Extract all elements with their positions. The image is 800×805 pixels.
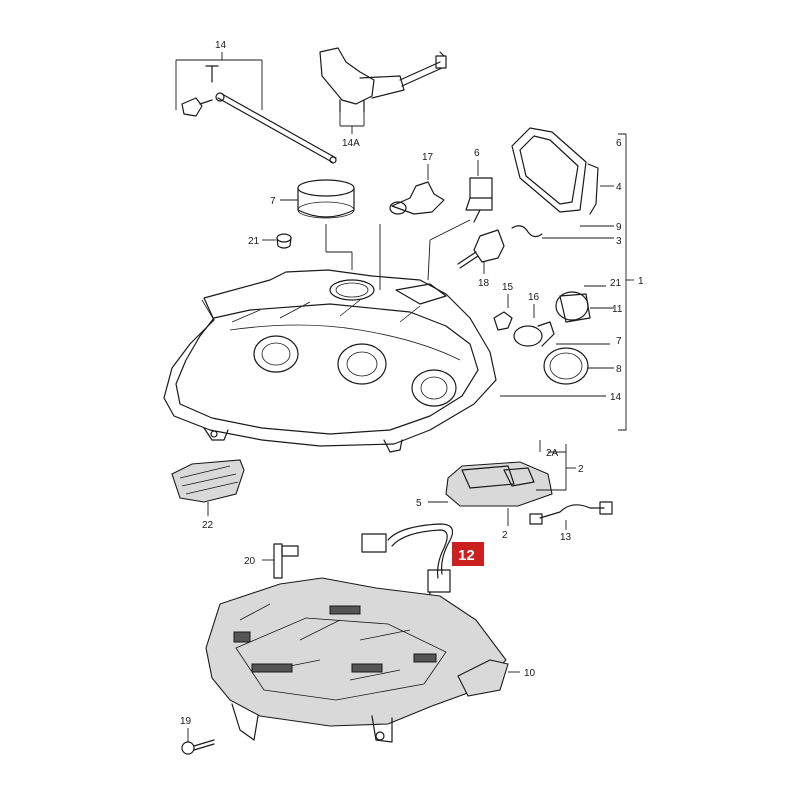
part-17-bulb: 17 bbox=[379, 152, 445, 290]
part-19-screw: 19 bbox=[180, 716, 215, 755]
part-2-control-unit: 5 2 2A 2 bbox=[416, 440, 584, 541]
part-13-cable: 13 bbox=[529, 501, 613, 543]
callout-10: 10 bbox=[524, 668, 536, 679]
callout-2-mid: 2 bbox=[502, 530, 508, 541]
part-10-lower-bracket: 10 bbox=[205, 577, 536, 743]
callout-20: 20 bbox=[244, 556, 256, 567]
part-21-cap: 21 bbox=[248, 233, 292, 249]
bracket-label-2: 2 bbox=[578, 464, 584, 475]
callout-6-mid: 6 bbox=[474, 148, 480, 159]
part-22-grille: 22 bbox=[171, 459, 245, 531]
part-4-9-retaining-frame bbox=[511, 127, 614, 227]
part-14-adjuster-assembly: 14 bbox=[175, 40, 337, 164]
part-8-ring bbox=[543, 347, 614, 385]
bracket-label-2A: 2A bbox=[546, 448, 559, 459]
callout-19: 19 bbox=[180, 716, 192, 727]
part-15-bulb: 15 bbox=[493, 282, 514, 331]
part-14A-adjuster: 14A bbox=[319, 47, 447, 149]
bracket-label-4: 4 bbox=[616, 182, 622, 193]
callout-5: 5 bbox=[416, 498, 422, 509]
callout-14A: 14A bbox=[342, 138, 360, 149]
callout-13: 13 bbox=[560, 532, 572, 543]
callout-18: 18 bbox=[478, 278, 490, 289]
callout-21-left: 21 bbox=[248, 236, 260, 247]
callout-16: 16 bbox=[528, 292, 540, 303]
bracket-label-21: 21 bbox=[610, 278, 622, 289]
part-16-bulb: 16 bbox=[513, 292, 555, 347]
bracket-label-3: 3 bbox=[616, 236, 622, 247]
part-7-cover-cap: 7 bbox=[270, 179, 355, 270]
part-11-bulb-socket bbox=[555, 291, 614, 323]
callout-15: 15 bbox=[502, 282, 514, 293]
part-18-bulb-socket: 18 bbox=[457, 229, 505, 289]
callout-22: 22 bbox=[202, 520, 214, 531]
bracket-label-11: 11 bbox=[612, 304, 623, 315]
bracket-label-8: 8 bbox=[616, 364, 622, 375]
part-20-pin: 20 bbox=[244, 543, 299, 579]
bracket-label-9: 9 bbox=[616, 222, 622, 233]
callout-17: 17 bbox=[422, 152, 434, 163]
bracket-label-6: 6 bbox=[616, 138, 622, 149]
part-3-spring-clip bbox=[511, 225, 614, 239]
callout-7-left: 7 bbox=[270, 196, 276, 207]
highlight-callout-12-box bbox=[452, 542, 484, 566]
right-bracket: 1 6 4 9 3 21 11 7 8 14 bbox=[500, 133, 644, 431]
part-12-wiring-harness: 12 bbox=[361, 523, 484, 641]
highlight-callout-12: 12 bbox=[458, 547, 475, 564]
bracket-label-14: 14 bbox=[610, 392, 622, 403]
callout-14-top: 14 bbox=[215, 40, 227, 51]
part-6-xenon-bulb: 6 bbox=[427, 148, 493, 281]
headlight-housing bbox=[163, 269, 497, 453]
bracket-total-label: 1 bbox=[638, 276, 644, 287]
bracket-label-7: 7 bbox=[616, 336, 622, 347]
